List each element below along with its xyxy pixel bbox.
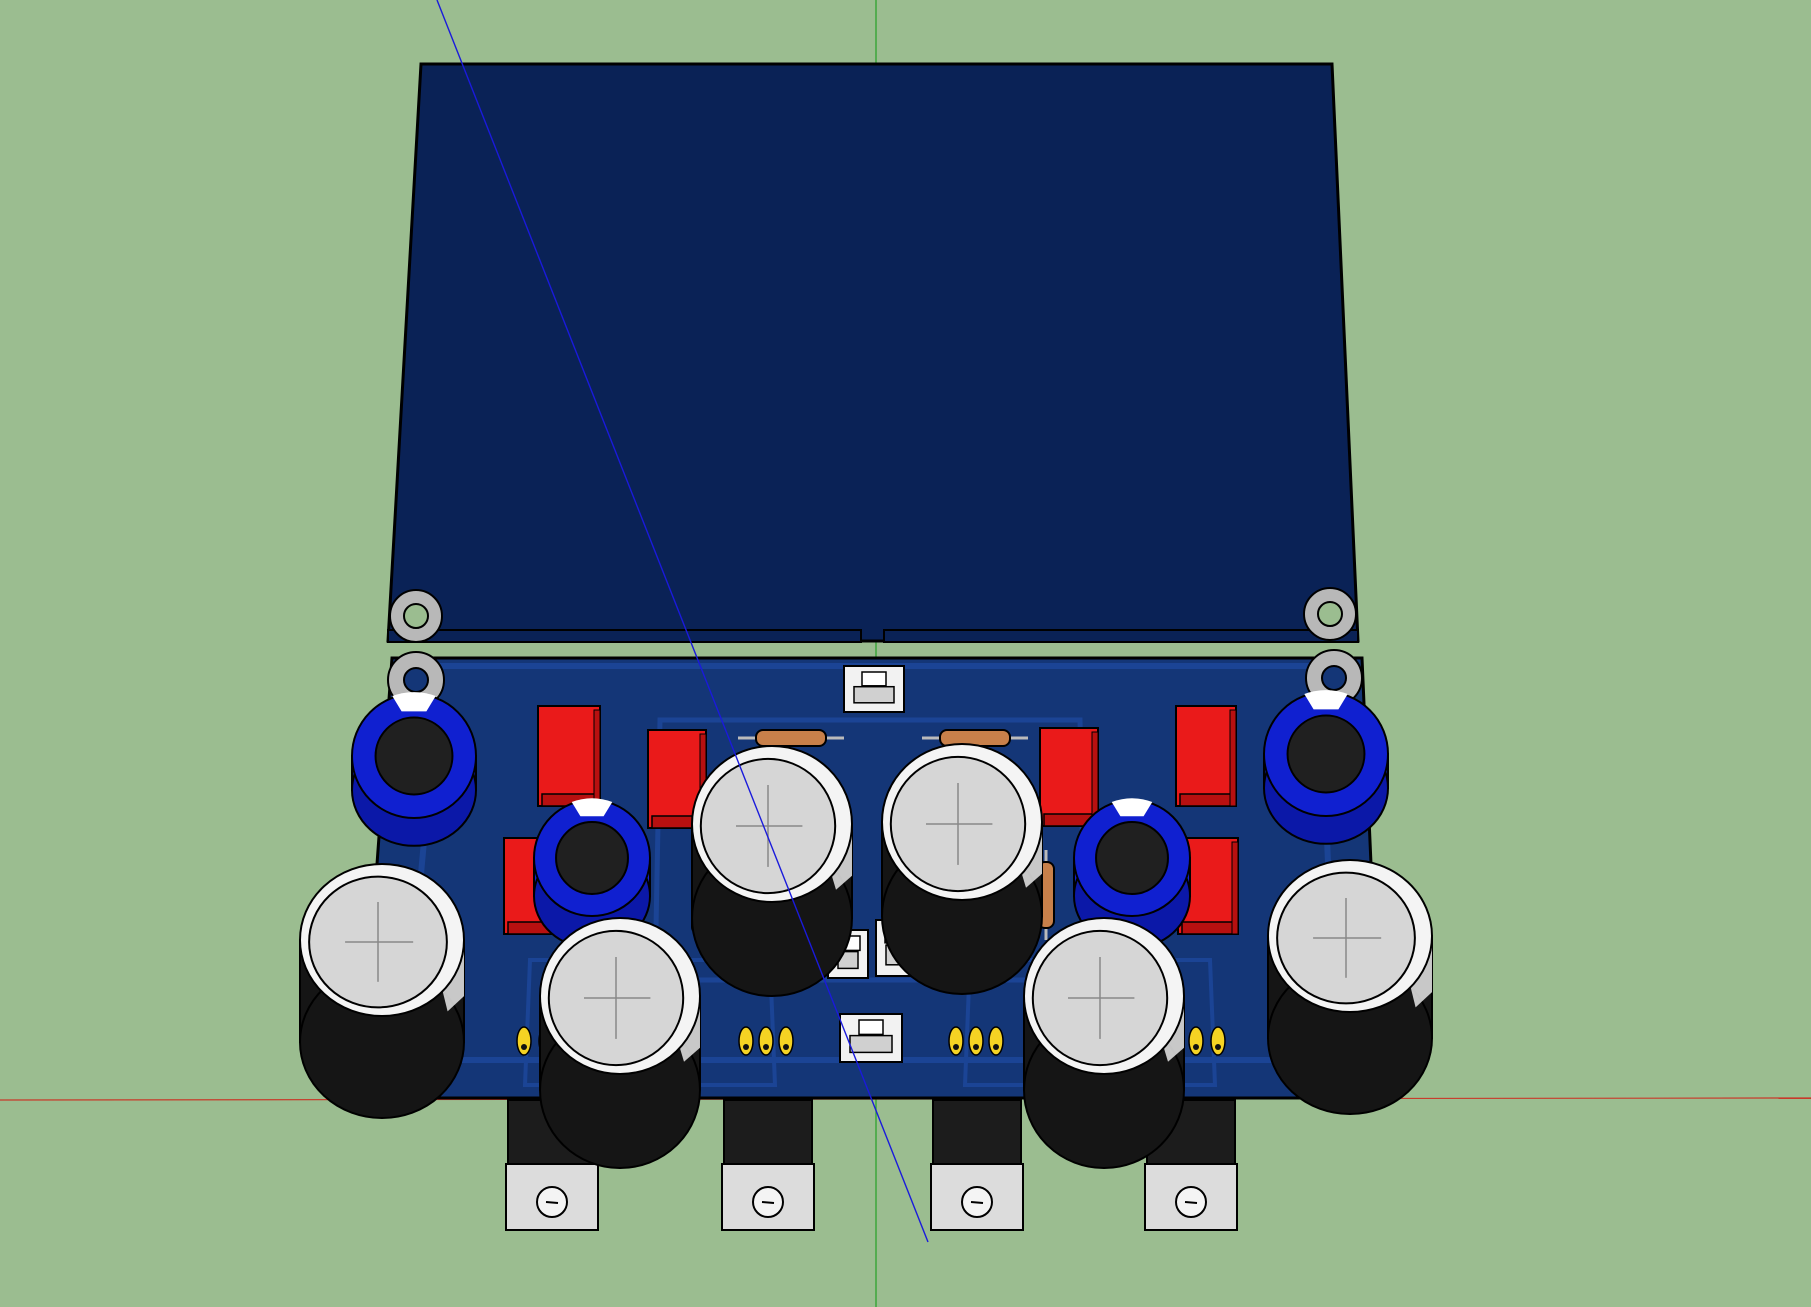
film-capacitor-icon[interactable] (1175, 705, 1237, 807)
blue-capacitor-icon[interactable] (351, 692, 477, 847)
electrolytic-capacitor-icon[interactable] (1023, 917, 1185, 1169)
solder-pad (738, 1026, 754, 1056)
lid-hinge-left (387, 629, 862, 643)
solder-pad (1210, 1026, 1226, 1056)
power-transistor-icon (930, 1099, 1024, 1231)
lid-hinge-right (883, 629, 1359, 643)
connector-icon[interactable] (843, 665, 905, 713)
solder-pad (1188, 1026, 1204, 1056)
solder-pad (778, 1026, 794, 1056)
resistor-icon[interactable] (738, 729, 844, 747)
connector-icon[interactable] (839, 1013, 903, 1063)
mounting-hole-icon (389, 589, 443, 643)
electrolytic-capacitor-icon[interactable] (539, 917, 701, 1169)
blue-axis-line (436, 0, 929, 1243)
lid-panel[interactable] (386, 62, 1360, 643)
power-transistor-icon (721, 1099, 815, 1231)
blue-capacitor-icon[interactable] (1263, 690, 1389, 845)
lid-surface[interactable] (386, 62, 1360, 643)
resistor-icon[interactable] (922, 729, 1028, 747)
electrolytic-capacitor-icon[interactable] (691, 745, 853, 997)
solder-pad (968, 1026, 984, 1056)
power-transistor-row (505, 1099, 1238, 1231)
electrolytic-capacitor-icon[interactable] (1267, 859, 1433, 1115)
solder-pad (758, 1026, 774, 1056)
film-capacitor-icon[interactable] (1039, 727, 1099, 827)
electrolytic-capacitor-icon[interactable] (299, 863, 465, 1119)
film-capacitor-icon[interactable] (537, 705, 601, 807)
solder-pad (516, 1026, 532, 1056)
solder-pad (988, 1026, 1004, 1056)
solder-pad (948, 1026, 964, 1056)
electrolytic-capacitors[interactable] (299, 743, 1433, 1169)
mounting-hole-icon (1303, 587, 1357, 641)
electrolytic-capacitor-icon[interactable] (881, 743, 1043, 995)
